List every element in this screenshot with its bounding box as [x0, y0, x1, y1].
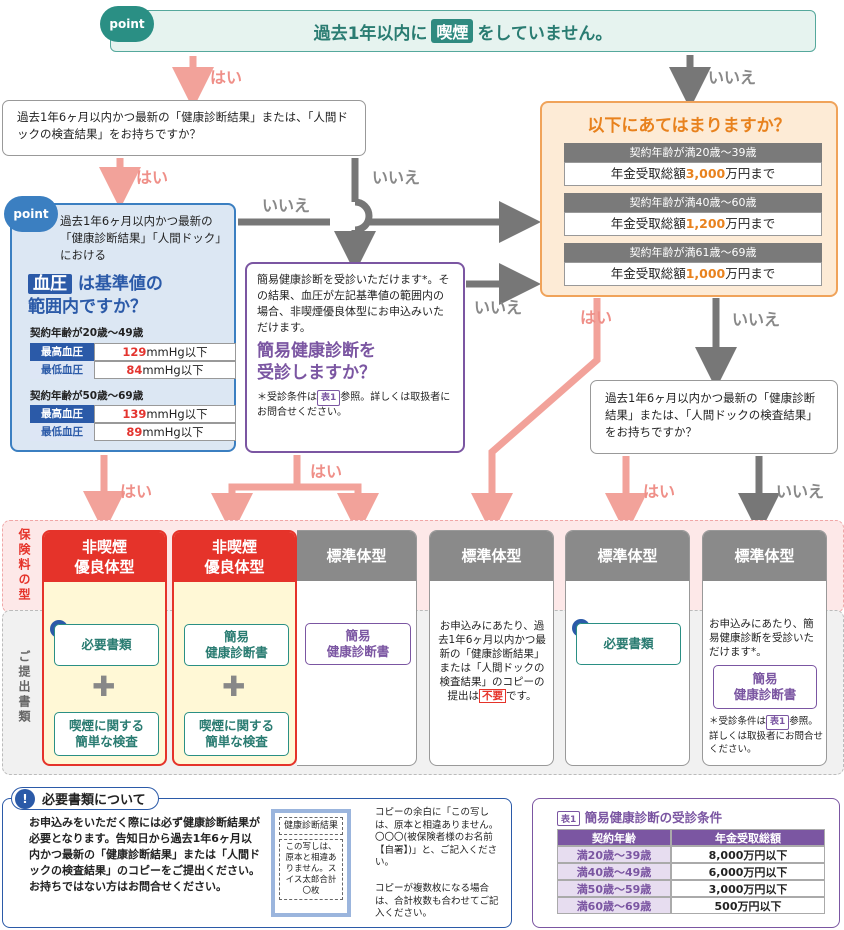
table-header: 契約年齢年金受取総額 — [557, 829, 825, 846]
question-text: 過去1年6ヶ月以内かつ最新の「健康診断結果」または、「人間ドックの検査結果」をお… — [605, 391, 818, 439]
no-label-3: いいえ — [262, 196, 311, 215]
simple-cert-chip: 簡易健康診断書 — [305, 623, 411, 665]
column-title: 標準体型 — [297, 531, 416, 581]
sample-note-2: コピーが複数枚になる場合は、合計枚数も合わせてご記入ください。 — [375, 883, 499, 919]
bp-age-2: 契約年齢が50歳～69歳 — [30, 390, 144, 402]
sample-head: 健康診断結果 — [279, 817, 343, 835]
smoking-tag: 喫煙 — [431, 19, 474, 43]
eligibility-row: 契約年齢が満61歳～69歳 年金受取総額1,000万円まで — [564, 243, 822, 286]
simple-cert-chip: 簡易健康診断書 — [713, 665, 817, 709]
sample-body: この写しは、原本と相違ありません。スイス太郎合計〇枚 — [279, 839, 343, 900]
question-text: 過去1年6ヶ月以内かつ最新の「健康診断結果」または、「人間ドックの検査結果」をお… — [17, 110, 348, 141]
eligibility-amount: 年金受取総額3,000万円まで — [564, 162, 822, 186]
column-title: 標準体型 — [703, 531, 826, 581]
eligibility-age: 契約年齢が満20歳～39歳 — [564, 143, 822, 162]
plus-icon: ✚ — [92, 670, 116, 703]
column-title: 標準体型 — [430, 531, 553, 581]
column-note: お申込みにあたり、簡易健康診断を受診いただけます*。 — [709, 618, 814, 658]
required-docs-panel: 必要書類について ! お申込みをいただく際には必ず健康診断結果が必要となります。… — [2, 787, 512, 928]
yes-label-3: はい — [580, 308, 613, 327]
no-label-6: いいえ — [776, 482, 825, 501]
yes-label-1: はい — [210, 68, 243, 87]
conditions-title: 表1 簡易健康診断の受診条件 — [557, 807, 722, 826]
question-has-results-2: 過去1年6ヶ月以内かつ最新の「健康診断結果」または、「人間ドックの検査結果」をお… — [590, 380, 838, 454]
plus-icon: ✚ — [222, 670, 246, 703]
simple-checkup-text: 簡易健康診断を受診いただけます*。その結果、血圧が左記基準値の範囲内の場合、非喫… — [257, 273, 450, 334]
required-docs-title: 必要書類について — [11, 787, 159, 810]
eligibility-title: 以下にあてはまりますか？ — [587, 116, 791, 136]
no-label-4: いいえ — [474, 298, 523, 317]
no-label-5: いいえ — [732, 310, 781, 329]
bp-intro: 過去1年6ヶ月以内かつ最新の「健康診断結果」「人間ドック」における — [60, 214, 227, 262]
eligibility-box: 以下にあてはまりますか？ 契約年齢が満20歳～39歳 年金受取総額3,000万円… — [540, 101, 838, 297]
yes-label-4: はい — [120, 482, 153, 501]
point-badge: point — [100, 6, 154, 42]
column-title: 標準体型 — [566, 531, 689, 581]
documents-band-label: ご提出書類 — [17, 650, 31, 725]
smoking-test-chip: 喫煙に関する簡単な検査 — [54, 712, 159, 756]
eligibility-row: 契約年齢が満20歳～39歳 年金受取総額3,000万円まで — [564, 143, 822, 186]
column-standard-4: 標準体型 お申込みにあたり、簡易健康診断を受診いただけます*。 簡易健康診断書 … — [702, 530, 827, 766]
column-standard-2: 標準体型 お申込みにあたり、過去1年6ヶ月以内かつ最新の「健康診断結果」または「… — [429, 530, 554, 766]
eligibility-amount: 年金受取総額1,200万円まで — [564, 212, 822, 236]
simple-checkup-box: 簡易健康診断を受診いただけます*。その結果、血圧が左記基準値の範囲内の場合、非喫… — [245, 262, 465, 453]
yes-label-5: はい — [310, 462, 343, 481]
premium-band-label: 保険料の型 — [17, 528, 31, 603]
question-has-results: 過去1年6ヶ月以内かつ最新の「健康診断結果」または、「人間ドックの検査結果」をお… — [2, 100, 366, 156]
column-title: 非喫煙優良体型 — [44, 532, 165, 582]
column-standard-3: 標準体型 ! 必要書類 — [565, 530, 690, 766]
point-badge: point — [4, 196, 58, 232]
simple-checkup-question: 簡易健康診断を受診しますか？ — [257, 341, 376, 383]
required-docs-text: お申込みをいただく際には必ず健康診断結果が必要となります。告知日から過去1年6ヶ… — [29, 816, 260, 893]
top-question-post: をしていません。 — [477, 23, 613, 44]
blood-pressure-box: 過去1年6ヶ月以内かつ最新の「健康診断結果」「人間ドック」における 血圧 は基準… — [10, 203, 236, 452]
sample-note-1: コピーの余白に「この写しは、原本と相違ありません。〇〇〇(被保険者様のお名前【自… — [375, 807, 499, 868]
column-title: 非喫煙優良体型 — [174, 532, 295, 582]
top-question: 過去1年以内に 喫煙 をしていません。 — [110, 10, 816, 52]
smoking-test-chip: 喫煙に関する簡単な検査 — [184, 712, 289, 756]
sample-document: 健康診断結果 この写しは、原本と相違ありません。スイス太郎合計〇枚 — [271, 809, 351, 917]
bp-tag: 血圧 — [28, 274, 72, 294]
column-standard-1: 標準体型 簡易健康診断書 — [297, 530, 417, 766]
required-docs-chip: 必要書類 — [54, 624, 159, 666]
bp-age-1: 契約年齢が20歳～49歳 — [30, 327, 144, 339]
bp-question: 血圧 は基準値の範囲内ですか？ — [28, 274, 163, 317]
column-nonsmoker-2: 非喫煙優良体型 簡易健康診断書 ✚ 喫煙に関する簡単な検査 — [172, 530, 297, 766]
no-label-1: いいえ — [708, 68, 757, 87]
simple-cert-chip: 簡易健康診断書 — [184, 624, 289, 666]
eligibility-amount: 年金受取総額1,000万円まで — [564, 262, 822, 286]
top-question-pre: 過去1年以内に — [313, 23, 428, 44]
alert-icon: ! — [15, 789, 35, 809]
eligibility-age: 契約年齢が満61歳～69歳 — [564, 243, 822, 262]
eligibility-age: 契約年齢が満40歳～60歳 — [564, 193, 822, 212]
yes-label-2: はい — [136, 168, 169, 187]
column-note: お申込みにあたり、過去1年6ヶ月以内かつ最新の「健康診断結果」または「人間ドック… — [438, 620, 546, 703]
required-docs-chip: 必要書類 — [576, 623, 681, 665]
yes-label-6: はい — [643, 482, 676, 501]
eligibility-row: 契約年齢が満40歳～60歳 年金受取総額1,200万円まで — [564, 193, 822, 236]
no-label-2: いいえ — [372, 168, 421, 187]
